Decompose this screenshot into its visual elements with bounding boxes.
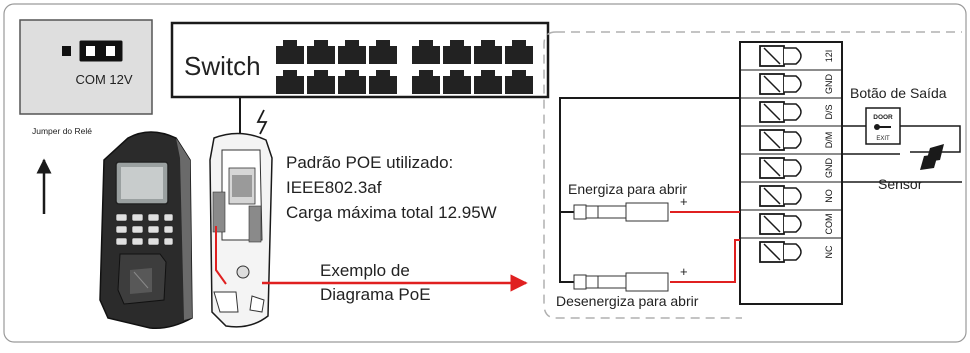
reader-front-icon: [99, 131, 193, 330]
sensor-label: Sensor: [878, 176, 923, 192]
ethernet-port-icon: [474, 70, 502, 94]
poe-info-line3: Carga máxima total 12.95W: [286, 203, 497, 222]
exit-button-label: Botão de Saída: [850, 85, 947, 101]
jumper-pins-label: COM 12V: [75, 72, 132, 87]
terminal-gnd: GND: [740, 73, 842, 99]
terminal-label: NO: [824, 189, 834, 203]
poe-info-line2: IEEE802.3af: [286, 178, 382, 197]
ethernet-port-icon: [505, 70, 533, 94]
terminal-label: GND: [824, 158, 834, 179]
ethernet-port-icon: [307, 70, 335, 94]
wiring: [559, 97, 962, 283]
switch-label: Switch: [184, 51, 261, 81]
terminal-d-s: D/S: [740, 101, 842, 127]
terminal-label: D/S: [824, 104, 834, 119]
example-line2: Diagrama PoE: [320, 285, 431, 304]
ethernet-port-icon: [443, 70, 471, 94]
ethernet-port-icon: [338, 70, 366, 94]
terminal-no: NO: [740, 185, 842, 211]
terminal-d-m: D/M: [740, 129, 842, 155]
door-exit-button-icon: DOOR EXIT: [865, 107, 901, 145]
jumper-pin-icon: [62, 46, 71, 56]
jumper-panel: COM 12V: [19, 19, 153, 115]
ethernet-port-icon: [276, 70, 304, 94]
jumper-caption: Jumper do Relé: [32, 126, 92, 136]
lock-energize-icon: [573, 202, 669, 222]
ethernet-port-icon: [505, 40, 533, 64]
lock-deenergize-plus: +: [680, 264, 688, 279]
ethernet-port-icon: [474, 40, 502, 64]
ethernet-port-icon: [412, 70, 440, 94]
terminal-label: COM: [824, 214, 834, 235]
reader-back-icon: [209, 132, 273, 328]
exit-button-top-text: DOOR: [873, 114, 893, 121]
dashed-region: [543, 31, 962, 319]
switch-ports: [276, 40, 533, 94]
power-bolt-icon: [256, 109, 268, 135]
lock-energize-label: Energiza para abrir: [568, 181, 687, 197]
ethernet-port-icon: [443, 40, 471, 64]
ethernet-port-icon: [369, 40, 397, 64]
outer-frame: [3, 3, 967, 343]
poe-info-line1: Padrão POE utilizado:: [286, 153, 453, 172]
ethernet-port-icon: [276, 40, 304, 64]
example-line1: Exemplo de: [320, 261, 410, 280]
terminal-com: COM: [740, 213, 842, 239]
lock-energize-plus: +: [680, 194, 688, 209]
switch-device: Switch: [170, 21, 550, 99]
ethernet-port-icon: [338, 40, 366, 64]
terminal-label: 12I: [824, 50, 834, 63]
ethernet-port-icon: [307, 40, 335, 64]
exit-button-bottom-text: EXIT: [876, 136, 890, 142]
lock-deenergize-label: Desenergiza para abrir: [556, 293, 699, 309]
ethernet-port-icon: [369, 70, 397, 94]
terminal-block: 12I GND D/S D/M GND NO COM NC: [739, 41, 843, 305]
terminal-12i: 12I: [740, 45, 842, 71]
door-sensor-icon: [920, 144, 944, 170]
terminal-label: GND: [824, 74, 834, 95]
terminal-label: D/M: [824, 132, 834, 149]
ethernet-port-icon: [412, 40, 440, 64]
terminal-gnd: GND: [740, 157, 842, 183]
terminal-label: NC: [824, 245, 834, 258]
terminal-nc: NC: [759, 241, 834, 263]
lock-deenergize-icon: [573, 272, 669, 292]
